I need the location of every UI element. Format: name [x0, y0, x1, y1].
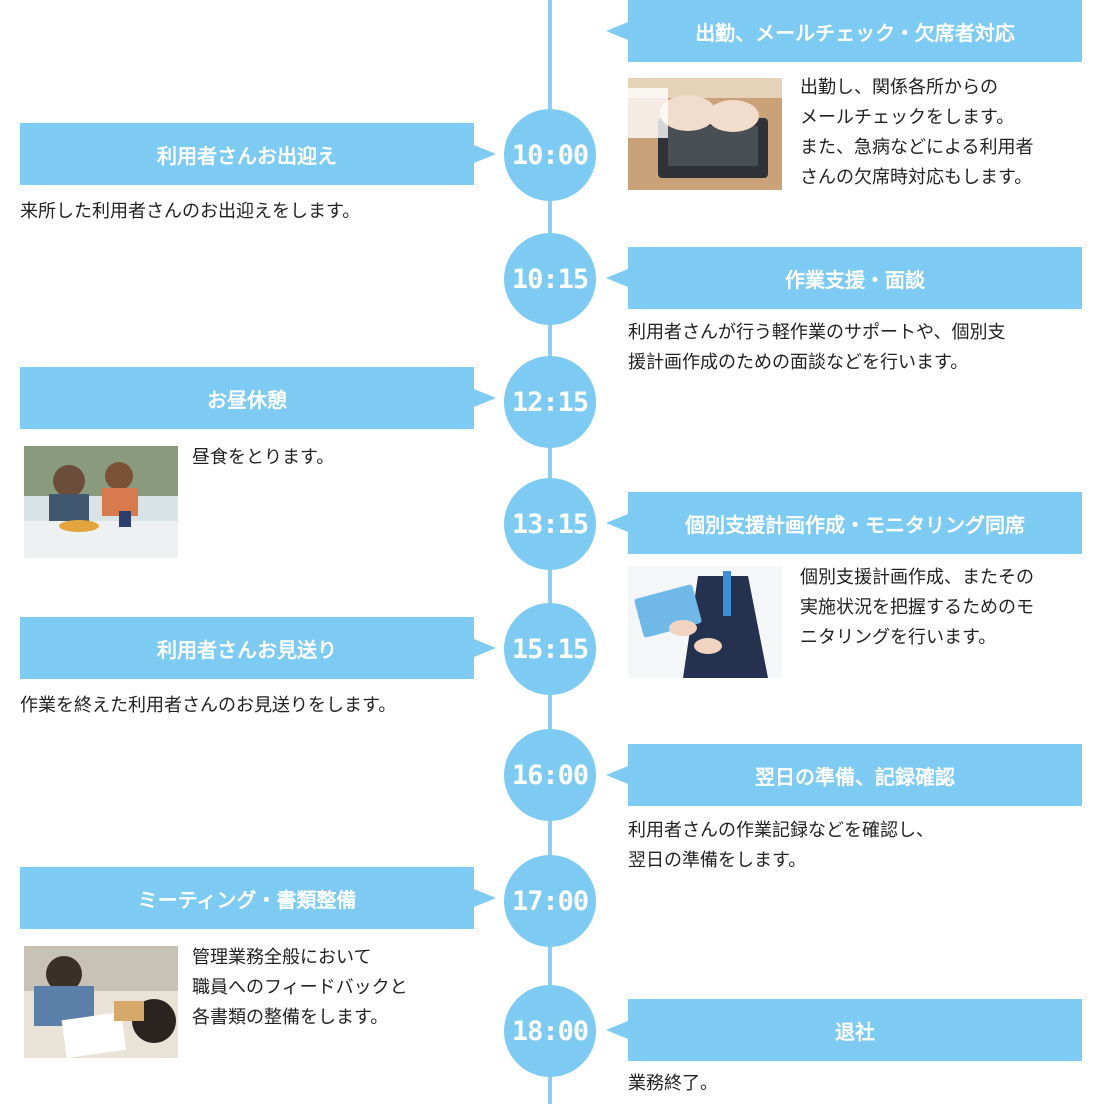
schedule-desc-leave: 業務終了。 [628, 1073, 718, 1094]
schedule-desc-lunch: 昼食をとります。 [192, 447, 335, 468]
schedule-desc-support: 利用者さんが行う軽作業のサポートや、個別支 援計画作成のための面談などを行います… [628, 322, 1006, 373]
schedule-title-planning: 個別支援計画作成・モニタリング同席 [606, 492, 1082, 554]
lunch-photo [24, 446, 178, 558]
schedule-title-lunch: お昼休憩 [20, 367, 496, 429]
time-circle-1000: 10:00 [504, 109, 596, 201]
time-circle-1600: 16:00 [504, 729, 596, 821]
time-circle-1800: 18:00 [504, 985, 596, 1077]
time-circle-1015: 10:15 [504, 233, 596, 325]
schedule-desc-welcome: 来所した利用者さんのお出迎えをします。 [20, 201, 361, 222]
schedule-desc-seeoff: 作業を終えた利用者さんのお見送りをします。 [20, 695, 397, 716]
schedule-title-arrival: 出勤、メールチェック・欠席者対応 [606, 0, 1082, 62]
tablet-staff-photo [628, 566, 782, 678]
schedule-desc-preparation: 利用者さんの作業記録などを確認し、 翌日の準備をします。 [628, 820, 934, 871]
schedule-title-leave: 退社 [606, 999, 1082, 1061]
schedule-desc-arrival: 出勤し、関係各所からの メールチェックをします。 また、急病などによる利用者 さ… [800, 77, 1034, 188]
meeting-photo [24, 946, 178, 1058]
schedule-desc-planning: 個別支援計画作成、またその 実施状況を把握するためのモ ニタリングを行います。 [800, 567, 1034, 648]
schedule-title-welcome: 利用者さんお出迎え [20, 123, 496, 185]
time-circle-1215: 12:15 [504, 356, 596, 448]
schedule-title-seeoff: 利用者さんお見送り [20, 617, 496, 679]
schedule-title-preparation: 翌日の準備、記録確認 [606, 744, 1082, 806]
schedule-title-support: 作業支援・面談 [606, 247, 1082, 309]
schedule-title-meeting: ミーティング・書類整備 [20, 867, 496, 929]
time-circle-1515: 15:15 [504, 603, 596, 695]
time-circle-1700: 17:00 [504, 855, 596, 947]
schedule-desc-meeting: 管理業務全般において 職員へのフィードバックと 各書類の整備をします。 [192, 947, 408, 1028]
laptop-typing-photo [628, 78, 782, 190]
time-circle-1315: 13:15 [504, 478, 596, 570]
